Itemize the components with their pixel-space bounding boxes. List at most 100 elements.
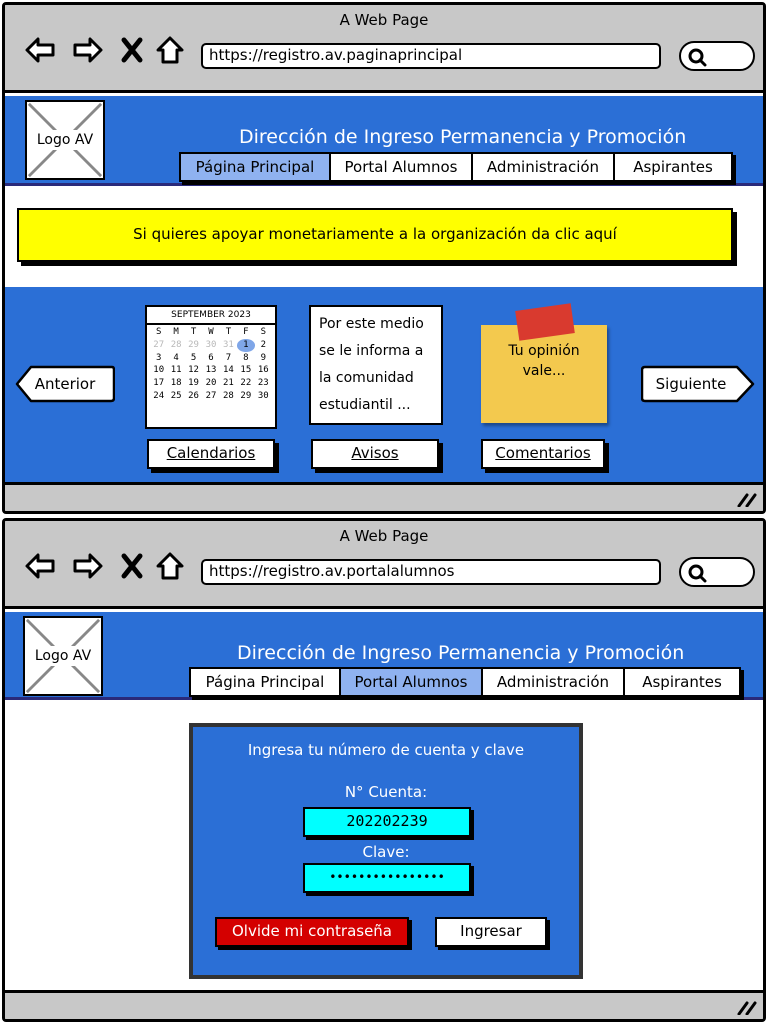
notice-line: Por este medio [319,316,424,332]
calendar-day[interactable]: 10 [153,365,165,376]
forward-arrow-icon[interactable] [71,549,105,583]
browser-window-home: A Web Page https://registro.av.paginapri… [2,2,766,514]
calendar-weekday: F [243,327,249,337]
home-icon[interactable] [153,549,187,583]
status-bar [5,990,763,1019]
calendar-day[interactable]: 12 [188,365,199,376]
url-bar[interactable]: https://registro.av.paginaprincipal [201,43,661,69]
calendar-weekday: T [225,327,232,337]
site-header: Logo AV Dirección de Ingreso Permanencia… [5,612,763,700]
calendars-link[interactable]: Calendarios [147,439,275,469]
notices-link[interactable]: Avisos [311,439,439,469]
calendar-day[interactable]: 24 [153,390,165,401]
calendar-day[interactable]: 2 [260,339,266,350]
calendar-day[interactable]: 22 [240,378,252,389]
comments-link[interactable]: Comentarios [481,439,605,469]
calendar-day[interactable]: 30 [257,390,269,401]
calendar-weekday: S [156,327,162,337]
calendar-day[interactable]: 8 [243,352,249,363]
prev-label: Anterior [34,375,96,393]
calendar-month: SEPTEMBER 2023 [147,307,275,325]
calendar-day[interactable]: 19 [188,378,199,389]
calendar-day[interactable]: 1 [237,338,255,352]
calendar-day[interactable]: 25 [170,390,182,401]
password-label: Clave: [362,843,410,861]
calendar-weekday: M [173,327,179,337]
account-input[interactable]: 202202239 [303,807,471,837]
prev-button[interactable]: Anterior [15,365,115,403]
donate-banner[interactable]: Si quieres apoyar monetariamente a la or… [17,208,733,262]
next-button[interactable]: Siguiente [641,365,755,403]
calendar-day[interactable]: 20 [205,378,217,389]
calendar-day[interactable]: 23 [257,378,269,389]
calendar-day[interactable]: 14 [223,365,234,376]
login-title: Ingresa tu número de cuenta y clave [247,741,525,759]
tab-administracion[interactable]: Administración [481,667,625,697]
calendar-day[interactable]: 17 [153,378,165,389]
notice-line: se le informa a [319,343,424,359]
search-box[interactable] [679,557,755,587]
forward-arrow-icon[interactable] [71,33,105,67]
tab-pagina-principal[interactable]: Página Principal [179,152,331,182]
site-title: Dirección de Ingreso Permanencia y Promo… [237,642,685,664]
calendar-day[interactable]: 21 [223,378,234,389]
browser-window-portal: A Web Page https://registro.av.portalalu… [2,518,766,1022]
calendar-day[interactable]: 31 [223,339,234,350]
close-icon[interactable] [115,549,149,583]
calendar-day[interactable]: 28 [223,390,234,401]
logo-label: Logo AV [31,130,99,150]
calendar-day[interactable]: 26 [188,390,199,401]
url-bar[interactable]: https://registro.av.portalalumnos [201,559,661,585]
site-title: Dirección de Ingreso Permanencia y Promo… [239,126,687,148]
resize-grip-icon[interactable] [737,1001,757,1015]
account-label: N° Cuenta: [344,783,428,801]
calendar-day[interactable]: 16 [257,365,269,376]
login-submit-button[interactable]: Ingresar [435,917,547,947]
calendar-day[interactable]: 9 [260,352,266,363]
logo-label: Logo AV [29,646,97,666]
page-content: Logo AV Dirección de Ingreso Permanencia… [5,612,763,998]
search-icon [688,48,707,67]
back-arrow-icon[interactable] [23,549,57,583]
tab-administracion[interactable]: Administración [471,152,615,182]
calendar-day[interactable]: 7 [225,352,232,363]
calendar-day[interactable]: 27 [205,390,217,401]
calendar-day[interactable]: 29 [240,390,252,401]
tab-aspirantes[interactable]: Aspirantes [623,667,741,697]
tab-portal-alumnos[interactable]: Portal Alumnos [339,667,483,697]
search-box[interactable] [679,41,755,71]
calendar-day[interactable]: 15 [240,365,252,376]
calendar-day[interactable]: 30 [205,339,217,350]
calendar-day[interactable]: 27 [153,339,165,350]
calendar-day[interactable]: 6 [208,352,214,363]
login-panel: Ingresa tu número de cuenta y clave N° C… [189,723,583,979]
calendar-day[interactable]: 28 [170,339,182,350]
password-input[interactable]: •••••••••••••••• [303,863,471,893]
page-content: Logo AV Dirección de Ingreso Permanencia… [5,96,763,485]
tab-portal-alumnos[interactable]: Portal Alumnos [329,152,473,182]
calendar-day[interactable]: 29 [188,339,199,350]
browser-chrome: A Web Page https://registro.av.paginapri… [5,5,763,93]
main-tabs: Página Principal Portal Alumnos Administ… [189,667,741,697]
browser-chrome: A Web Page https://registro.av.portalalu… [5,521,763,609]
calendar-day[interactable]: 13 [205,365,217,376]
notice-card: Por este medio se le informa a la comuni… [309,305,443,425]
calendar-day[interactable]: 18 [170,378,182,389]
tab-pagina-principal[interactable]: Página Principal [189,667,341,697]
next-label: Siguiente [655,375,727,393]
resize-grip-icon[interactable] [737,493,757,507]
calendar-day[interactable]: 11 [170,365,182,376]
tab-aspirantes[interactable]: Aspirantes [613,152,733,182]
calendar-weekday: S [260,327,266,337]
close-icon[interactable] [115,33,149,67]
calendar-day[interactable]: 4 [173,352,179,363]
logo[interactable]: Logo AV [23,616,103,696]
forgot-password-button[interactable]: Olvide mi contraseña [215,917,409,947]
back-arrow-icon[interactable] [23,33,57,67]
calendar-day[interactable]: 5 [190,352,197,363]
calendar-day[interactable]: 3 [156,352,162,363]
home-icon[interactable] [153,33,187,67]
logo[interactable]: Logo AV [25,100,105,180]
notice-line: la comunidad [319,370,414,386]
